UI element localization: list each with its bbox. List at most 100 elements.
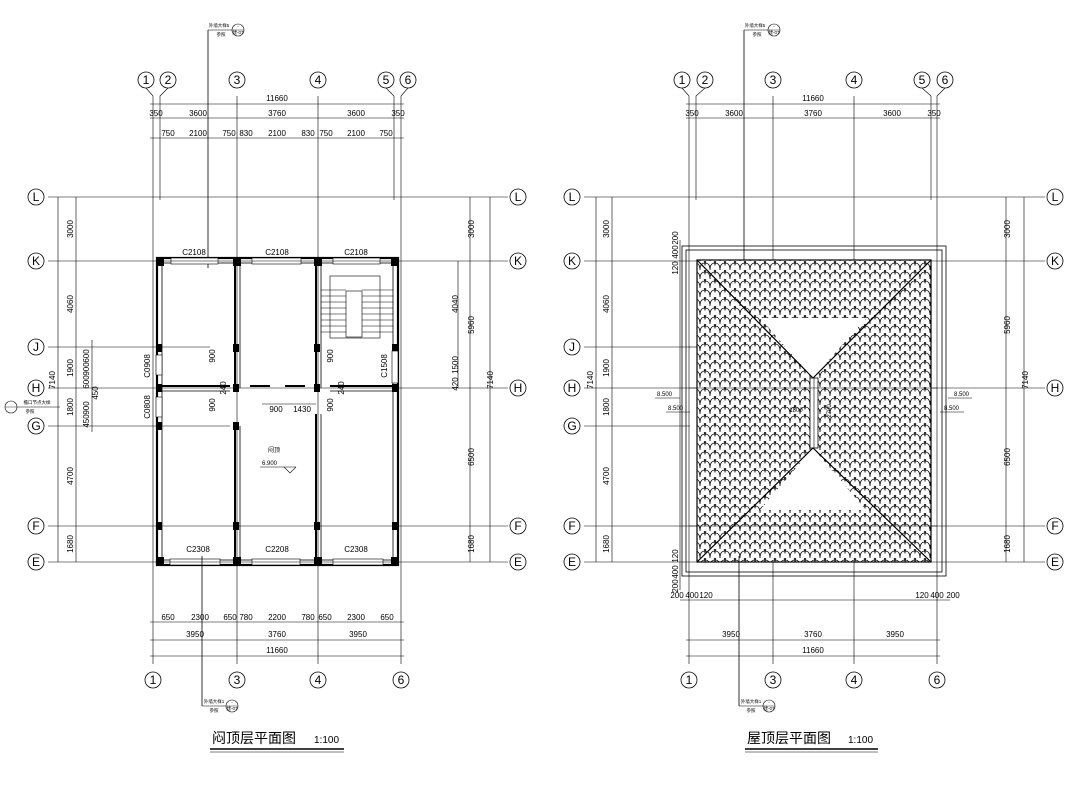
dim-bay: 1800	[66, 398, 75, 416]
dim-bay: 4700	[602, 467, 611, 485]
dim-opening: 2200	[268, 613, 286, 622]
dim-opening: 2300	[191, 613, 209, 622]
dim-bay: 3600	[725, 109, 743, 118]
attic-plan: 1 2 3 4 5 6 11660 350 3600 3760 3600 350…	[4, 22, 527, 753]
axis-label: E	[568, 555, 576, 569]
dim-bay: 3000	[66, 220, 75, 238]
callout-title: 外墙大样1	[741, 698, 762, 705]
callout-title: 外墙大样5	[209, 22, 230, 29]
ridge-label: 1800	[789, 408, 803, 414]
axis-label: 6	[398, 673, 405, 687]
dim-opening: 2100	[347, 129, 365, 138]
callout-ref: 参照	[210, 707, 219, 714]
dim-opening: 2100	[189, 129, 207, 138]
dim-bay: 3950	[886, 630, 904, 639]
axis-label: 5	[383, 73, 390, 87]
dim-bay: 1680	[467, 535, 476, 553]
dim-bay: 3600	[189, 109, 207, 118]
axis-label: E	[1051, 555, 1059, 569]
roof-elevations: 8.500 8.500 8.500 8.500	[655, 392, 972, 413]
window-tag: C0808	[143, 395, 152, 419]
axis-label: F	[514, 519, 521, 533]
window-tag: C0908	[143, 354, 152, 378]
axis-label: K	[568, 254, 576, 268]
dim-overall: 11660	[266, 646, 288, 655]
dim-opening: 2300	[347, 613, 365, 622]
plan-title: 闷顶层平面图	[212, 731, 296, 747]
window-tag: C2108	[182, 248, 206, 257]
dim-eave: 400	[671, 565, 680, 579]
plan-scale: 1:100	[314, 735, 339, 746]
axis-label: F	[1051, 519, 1058, 533]
window-tag: C2108	[344, 248, 368, 257]
callout-title: 檐口节点大样	[24, 399, 51, 406]
roof-plan: 1 2 3 4 5 6 11660 350 3600 3760 3600 350	[563, 22, 1064, 753]
attic-bottom-axes: 1 3 4 6	[144, 671, 410, 689]
callout-ref: 参照	[753, 31, 762, 38]
dim-opening: 600	[82, 349, 91, 363]
dim-opening: 750	[379, 129, 393, 138]
dim-opening: 650	[223, 613, 237, 622]
roof-plan-title: 屋顶层平面图 1:100	[745, 731, 878, 753]
ridge-label: 2700	[827, 404, 833, 418]
dim-bay: 3950	[722, 630, 740, 639]
axis-label: 2	[702, 73, 709, 87]
dim-bay: 6500	[1003, 448, 1012, 466]
inner-dim: 900	[326, 398, 335, 412]
inner-dim: 900	[269, 405, 283, 414]
dim-bay: 1900	[602, 359, 611, 377]
dim-opening: 780	[239, 613, 253, 622]
dim-eave: 400	[671, 245, 680, 259]
dim-bay: 1900	[66, 359, 75, 377]
dim-eave: 120	[671, 261, 680, 275]
callout-code: 建-07	[226, 705, 238, 712]
axis-label: H	[1051, 381, 1060, 395]
dim-bay: 4700	[66, 467, 75, 485]
dim-bay: 3760	[804, 630, 822, 639]
window-tag: C2308	[186, 545, 210, 554]
axis-label: 3	[234, 73, 241, 87]
dim-opening: 780	[301, 613, 315, 622]
inner-dim: 900	[208, 349, 217, 363]
axis-label: 4	[851, 673, 858, 687]
axis-label: 3	[770, 73, 777, 87]
attic-side-axes: L K J H G F E L K H F E	[27, 188, 527, 571]
inner-dim: 900	[326, 349, 335, 363]
callout-code: -	[231, 700, 233, 705]
attic-top-axes: 1 2 3 4 5 6	[137, 71, 417, 97]
plan-title: 屋顶层平面图	[747, 731, 831, 747]
window-tag: C2208	[265, 545, 289, 554]
dim-bay: 5960	[1003, 316, 1012, 334]
axis-label: K	[514, 254, 522, 268]
callout-code: -	[773, 24, 775, 29]
dim-bay: 1680	[602, 535, 611, 553]
dim-overall: 7140	[486, 371, 495, 389]
dim-bay: 420	[451, 377, 460, 391]
dim-eave: 120	[671, 549, 680, 563]
axis-label: 1	[679, 73, 686, 87]
room-elevation: 6.900	[262, 461, 278, 467]
elevation-mark: 8.500	[954, 392, 970, 398]
dim-bay: 4060	[66, 295, 75, 313]
axis-label: L	[569, 190, 576, 204]
dim-opening: 830	[239, 129, 253, 138]
dim-bay: 3950	[186, 630, 204, 639]
axis-label: F	[32, 519, 39, 533]
dim-opening: 650	[318, 613, 332, 622]
axis-label: 2	[165, 73, 172, 87]
axis-label: E	[32, 555, 40, 569]
axis-label: L	[1052, 190, 1059, 204]
attic-top-dims	[150, 103, 404, 139]
callout-code: 建-07	[763, 705, 775, 712]
room-label: 闷顶	[268, 446, 280, 454]
dim-opening: 750	[319, 129, 333, 138]
callout-title: 外墙大样1	[204, 698, 225, 705]
attic-windows	[155, 257, 399, 566]
dim-bay: 1680	[66, 535, 75, 553]
dim-eave: 200	[946, 591, 960, 600]
dim-bay: 4060	[602, 295, 611, 313]
axis-label: H	[32, 381, 41, 395]
dim-opening: 2100	[268, 129, 286, 138]
callout-code: 建-07	[768, 29, 780, 36]
inner-dim: 240	[219, 381, 228, 395]
